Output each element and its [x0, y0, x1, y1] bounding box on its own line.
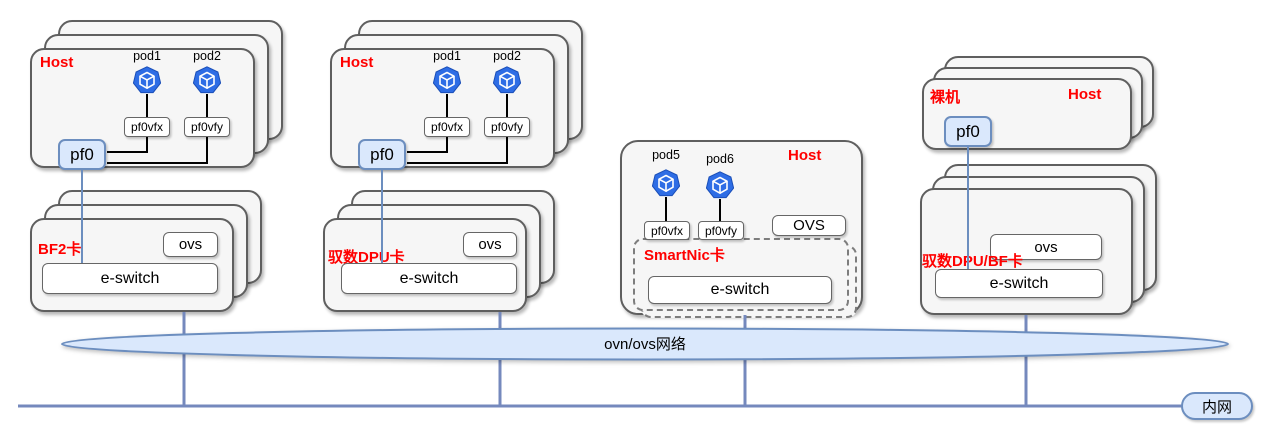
nic-card-label: SmartNic卡 — [644, 247, 725, 264]
ovn-ovs-network-ellipse — [61, 327, 1229, 361]
pod-label: pod1 — [133, 49, 161, 63]
pod-label: pod6 — [706, 152, 734, 166]
pf0-port-box: pf0 — [58, 139, 106, 170]
pf0-port-box: pf0 — [944, 116, 992, 147]
ovs-box: ovs — [163, 232, 218, 257]
pod-icon — [433, 66, 461, 94]
vf-port-box: pf0vfy — [698, 221, 744, 240]
vf-port-box: pf0vfy — [484, 117, 530, 137]
vf-port-box: pf0vfx — [644, 221, 690, 240]
host-label: Host — [40, 54, 74, 71]
eswitch-box: e-switch — [648, 276, 832, 304]
ovs-box: ovs — [990, 234, 1102, 260]
host-label: Host — [340, 54, 374, 71]
pf0-port-box: pf0 — [358, 139, 406, 170]
eswitch-box: e-switch — [935, 269, 1103, 298]
network-drop-links — [18, 312, 1182, 408]
vf-port-box: pf0vfy — [184, 117, 230, 137]
host-card — [922, 78, 1132, 150]
eswitch-box: e-switch — [42, 263, 218, 294]
ovn-ovs-network-label: ovn/ovs网络 — [604, 336, 686, 353]
pod-label: pod1 — [433, 49, 461, 63]
pod-icon — [193, 66, 221, 94]
nic-card-label: 驭数DPU卡 — [328, 249, 405, 266]
pod-icon — [133, 66, 161, 94]
intranet-node: 内网 — [1181, 392, 1253, 420]
eswitch-box: e-switch — [341, 263, 517, 294]
ovs-box: ovs — [463, 232, 517, 257]
vf-port-box: pf0vfx — [424, 117, 470, 137]
nic-card-label: BF2卡 — [38, 241, 82, 258]
nic-card-label: 驭数DPU/BF卡 — [922, 253, 1023, 270]
host-label: Host — [788, 147, 822, 164]
host-label: Host — [1068, 86, 1102, 103]
ovs-box: OVS — [772, 215, 846, 236]
pod-label: pod2 — [493, 49, 521, 63]
vf-port-box: pf0vfx — [124, 117, 170, 137]
pod-icon — [493, 66, 521, 94]
baremetal-label: 裸机 — [930, 89, 961, 106]
pod-label: pod5 — [652, 148, 680, 162]
pod-icon — [652, 169, 680, 197]
pod-icon — [706, 171, 734, 199]
pod-label: pod2 — [193, 49, 221, 63]
